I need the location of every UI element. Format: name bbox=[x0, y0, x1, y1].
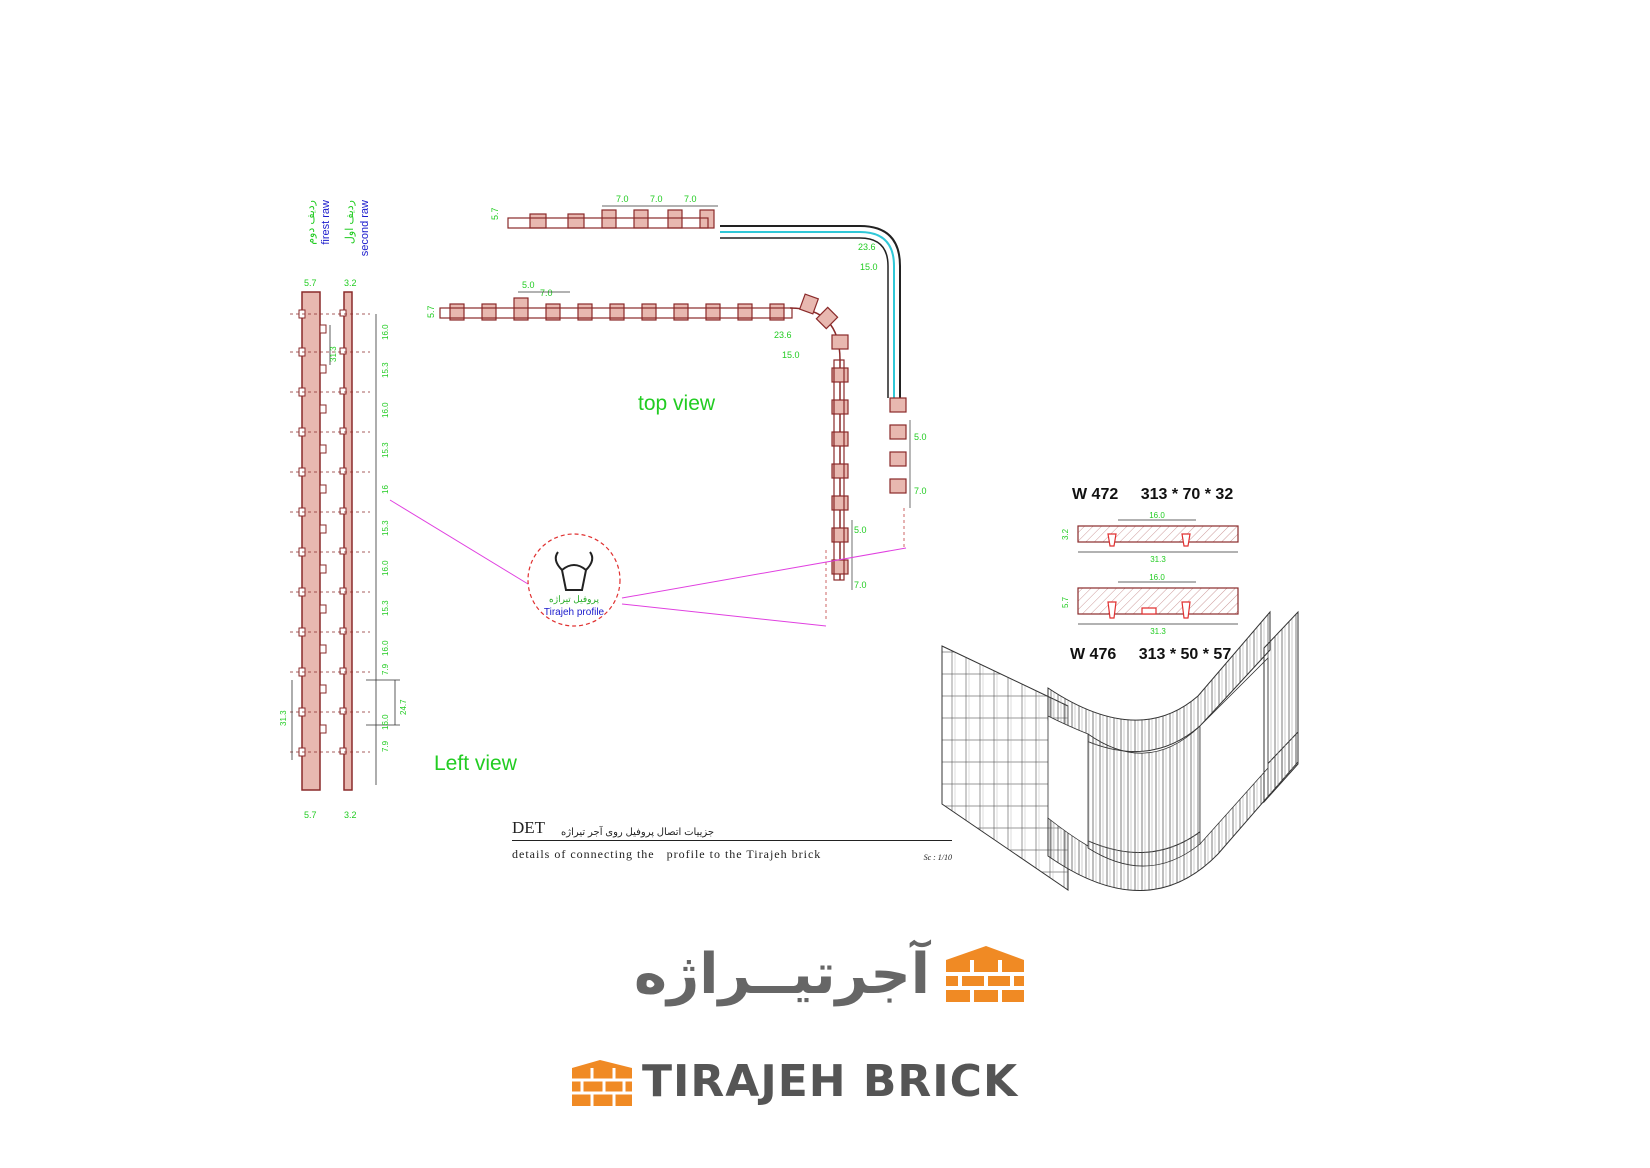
left-dim-lines bbox=[290, 313, 370, 753]
wall-left-wing bbox=[941, 645, 1069, 891]
logo-fa: آجرتیــراژه bbox=[634, 942, 930, 1007]
brick-section-w472: 16.0 31.3 3.2 bbox=[1061, 512, 1239, 564]
series-label: 16.0 bbox=[381, 560, 390, 576]
svg-text:16.0: 16.0 bbox=[1149, 573, 1165, 582]
left-view-label: Left view bbox=[434, 752, 517, 775]
svg-text:23.6: 23.6 bbox=[858, 242, 876, 252]
brick-section-w476: 16.0 31.3 5.7 bbox=[1061, 573, 1239, 636]
series-label: 7.9 bbox=[381, 740, 390, 752]
series-label: 15.3 bbox=[381, 600, 390, 616]
title-fa: جزییات اتصال پروفیل روی آجر تیراژه bbox=[561, 827, 715, 838]
profile-shape-icon bbox=[554, 551, 594, 591]
brick-size: 313 * 50 * 57 bbox=[1138, 646, 1232, 663]
svg-text:7.0: 7.0 bbox=[684, 194, 697, 204]
brick-logo-icon bbox=[946, 946, 1024, 1002]
svg-text:23.6: 23.6 bbox=[774, 330, 792, 340]
inner-brick-col bbox=[798, 293, 849, 581]
det-label: DET bbox=[512, 818, 546, 837]
right-brick-col bbox=[889, 397, 907, 494]
wall-3d-illustration bbox=[941, 610, 1299, 891]
dim-bottom-b: 3.2 bbox=[344, 810, 357, 820]
profile-label-en: Tirajeh profile bbox=[544, 607, 605, 618]
svg-text:5.7: 5.7 bbox=[490, 207, 500, 220]
wall-right-wing bbox=[1263, 610, 1299, 804]
left-view-drawing: 5.7 3.2 5.7 3.2 16.0 15.3 16.0 15.3 16 1… bbox=[279, 278, 408, 820]
title-en: details of connecting the profile to the… bbox=[512, 847, 822, 861]
scale-label: Sc : 1/10 bbox=[923, 853, 952, 862]
brick-code: W 472 bbox=[1072, 486, 1119, 503]
span-label: 31.3 bbox=[329, 346, 338, 362]
series-label: 16.0 bbox=[381, 640, 390, 656]
svg-text:7.0: 7.0 bbox=[914, 486, 927, 496]
inner-brick-row bbox=[439, 297, 793, 321]
svg-text:15.0: 15.0 bbox=[860, 262, 878, 272]
left-column-a bbox=[301, 291, 321, 791]
logo-en-text: TIRAJEH BRICK bbox=[642, 1056, 1019, 1107]
brick-spec-w476: W 476 313 * 50 * 57 bbox=[1070, 646, 1231, 664]
left-series-labels: 16.0 15.3 16.0 15.3 16 15.3 16.0 15.3 16… bbox=[279, 324, 408, 752]
top-view-label: top view bbox=[638, 392, 716, 415]
profile-detail: پروفیل تیراژه Tirajeh profile bbox=[527, 533, 621, 627]
series-label: 15.3 bbox=[381, 362, 390, 378]
profile-path-outer bbox=[720, 225, 901, 398]
brick-spec-w472: W 472 313 * 70 * 32 bbox=[1072, 486, 1233, 504]
series-label: 16.0 bbox=[381, 324, 390, 340]
svg-text:31.3: 31.3 bbox=[1150, 555, 1166, 564]
series-label: 16 bbox=[381, 485, 390, 494]
top-view-drawing: 7.0 7.0 7.0 5.0 7.0 23.6 15.0 23.6 15.0 … bbox=[426, 194, 927, 620]
span-label: 31.3 bbox=[279, 710, 288, 726]
logo-fa-text: آجرتیــراژه bbox=[634, 942, 930, 1007]
series-label: 15.3 bbox=[381, 520, 390, 536]
series-label: 7.9 bbox=[381, 663, 390, 675]
span-label: 24.7 bbox=[399, 699, 408, 715]
svg-text:7.0: 7.0 bbox=[650, 194, 663, 204]
series-label: 15.3 bbox=[381, 442, 390, 458]
svg-text:7.0: 7.0 bbox=[540, 288, 553, 298]
upper-brick-row bbox=[507, 209, 715, 229]
dim-top-b: 3.2 bbox=[344, 278, 357, 288]
svg-text:5.7: 5.7 bbox=[426, 305, 436, 318]
dim-top-a: 5.7 bbox=[304, 278, 317, 288]
title-block: DET جزییات اتصال پروفیل روی آجر تیراژه d… bbox=[512, 818, 952, 862]
svg-text:5.0: 5.0 bbox=[854, 525, 867, 535]
brick-size: 313 * 70 * 32 bbox=[1140, 486, 1234, 503]
top-view-dims: 7.0 7.0 7.0 5.0 7.0 23.6 15.0 23.6 15.0 … bbox=[426, 194, 927, 590]
series-label: 16.0 bbox=[381, 402, 390, 418]
series-label: 16.0 bbox=[381, 714, 390, 730]
profile-circle bbox=[527, 533, 621, 627]
profile-path-inner bbox=[720, 231, 895, 398]
dim-bottom-a: 5.7 bbox=[304, 810, 317, 820]
svg-text:5.0: 5.0 bbox=[522, 280, 535, 290]
svg-text:7.0: 7.0 bbox=[854, 580, 867, 590]
left-column-b bbox=[343, 291, 353, 791]
svg-text:3.2: 3.2 bbox=[1061, 528, 1070, 540]
svg-text:31.3: 31.3 bbox=[1150, 627, 1166, 636]
svg-text:16.0: 16.0 bbox=[1149, 512, 1165, 520]
svg-text:5.0: 5.0 bbox=[914, 432, 927, 442]
wall-opening-left bbox=[1047, 715, 1089, 847]
svg-text:7.0: 7.0 bbox=[616, 194, 629, 204]
brick-code: W 476 bbox=[1070, 646, 1117, 663]
top-view-dim-lines bbox=[518, 205, 911, 590]
svg-text:5.7: 5.7 bbox=[1061, 596, 1070, 608]
svg-text:15.0: 15.0 bbox=[782, 350, 800, 360]
profile-label-fa: پروفیل تیراژه bbox=[549, 594, 599, 605]
brick-logo-icon-small bbox=[572, 1060, 632, 1106]
